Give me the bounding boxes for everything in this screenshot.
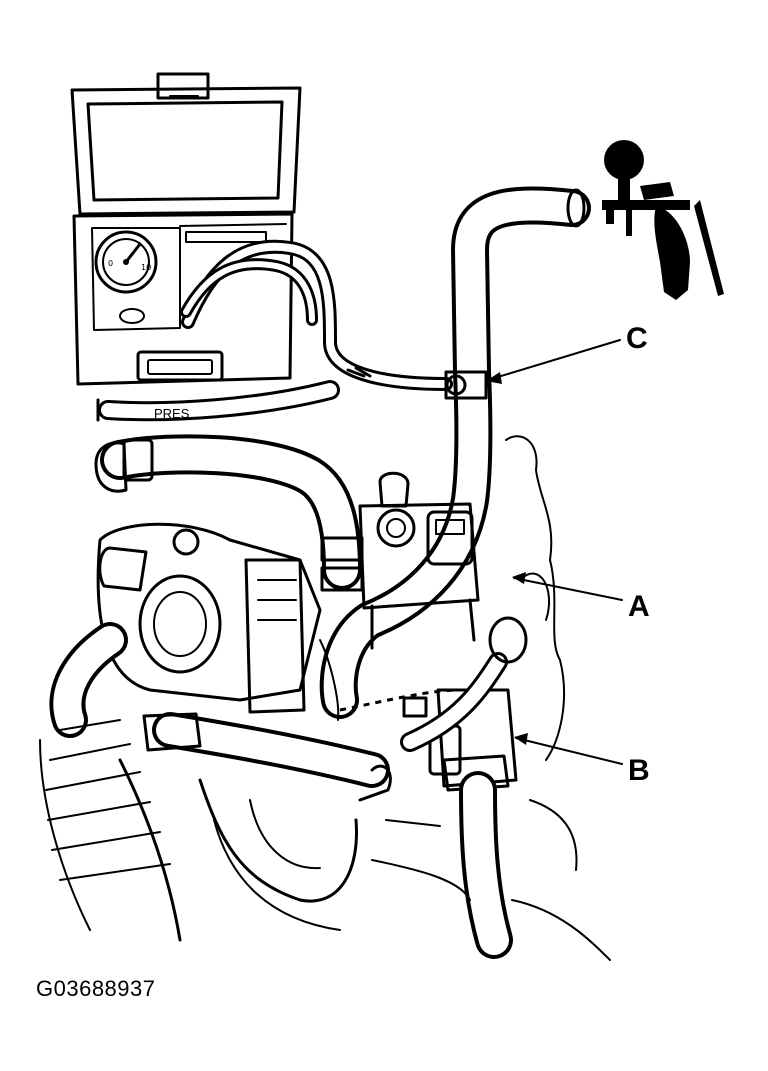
- callout-leaders: [486, 339, 623, 765]
- callout-label-b: B: [628, 754, 650, 787]
- callout-label-a: A: [628, 590, 650, 623]
- figure-id: G03688937: [36, 976, 156, 1001]
- vacuum-hose-a: [319, 186, 591, 719]
- engine-assembly: [39, 434, 611, 961]
- svg-text:10: 10: [141, 263, 151, 272]
- tester-hoses: PRES: [96, 239, 453, 422]
- svg-text:0: 0: [108, 259, 113, 268]
- pressure-gauge-tester-case: 0 10: [70, 72, 302, 386]
- vacuum-pump: [602, 140, 724, 300]
- hose-label-pres: PRES: [154, 406, 190, 421]
- callout-label-c: C: [626, 322, 648, 355]
